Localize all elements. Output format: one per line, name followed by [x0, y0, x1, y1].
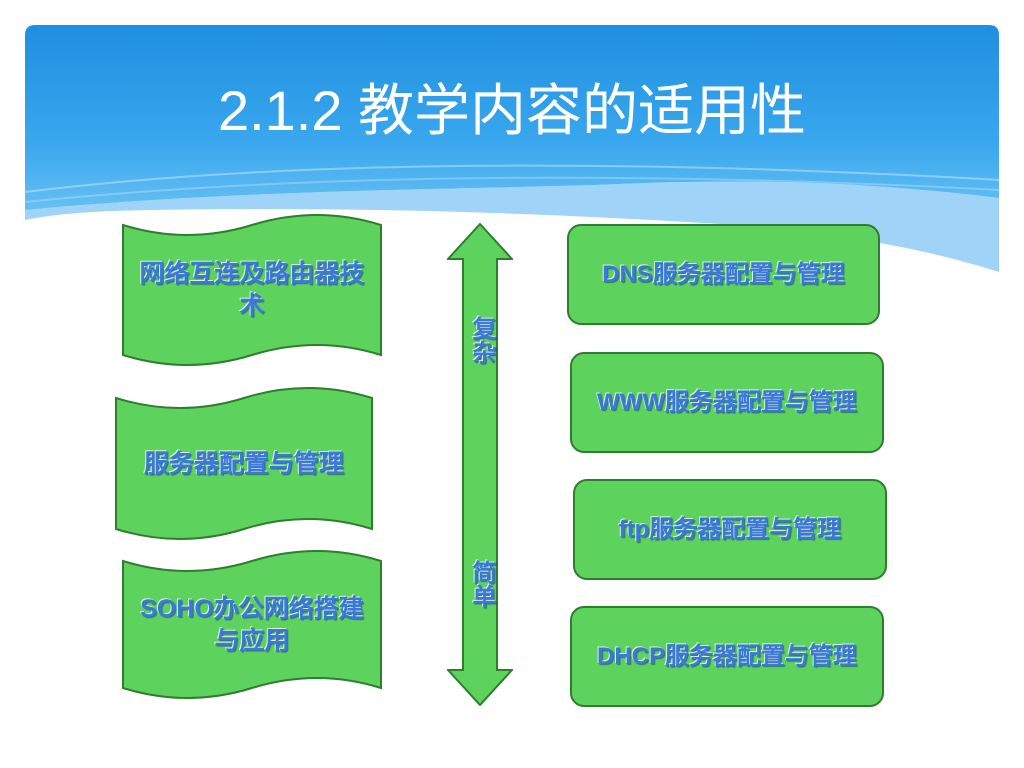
right-box-ftp: ftp服务器配置与管理: [573, 479, 887, 580]
right-box-www: WWW服务器配置与管理: [570, 352, 884, 453]
left-topic-routing: 网络互连及路由器技术: [122, 207, 382, 373]
slide-title: 2.1.2 教学内容的适用性: [217, 79, 807, 142]
left-topic-server-management: 服务器配置与管理: [115, 380, 373, 547]
right-box-dhcp: DHCP服务器配置与管理: [570, 606, 884, 707]
right-box-label: ftp服务器配置与管理: [618, 515, 842, 543]
arrow-top-label: 复杂: [468, 316, 495, 364]
header-band: [25, 25, 999, 210]
complexity-double-arrow: [447, 223, 513, 706]
left-topic-label: 服务器配置与管理: [143, 449, 344, 478]
left-topic-label: 网络互连及路由器技术: [139, 260, 365, 320]
right-box-label: WWW服务器配置与管理: [597, 388, 857, 416]
right-box-label: DHCP服务器配置与管理: [596, 642, 857, 670]
left-topic-shape: [122, 550, 382, 699]
header-light-wave: [25, 181, 999, 272]
left-topic-shape: [122, 214, 382, 366]
left-topic-shape: [115, 387, 373, 540]
right-box-dns: DNS服务器配置与管理: [567, 224, 880, 325]
right-box-label: DNS服务器配置与管理: [602, 260, 845, 288]
header-wave-streak: [24, 164, 1000, 193]
left-topic-label: SOHO办公网络搭建与应用: [140, 594, 364, 655]
header-wave-streak: [24, 176, 1000, 203]
left-topic-soho-network: SOHO办公网络搭建与应用: [122, 543, 382, 706]
arrow-bottom-label: 简单: [468, 560, 495, 608]
